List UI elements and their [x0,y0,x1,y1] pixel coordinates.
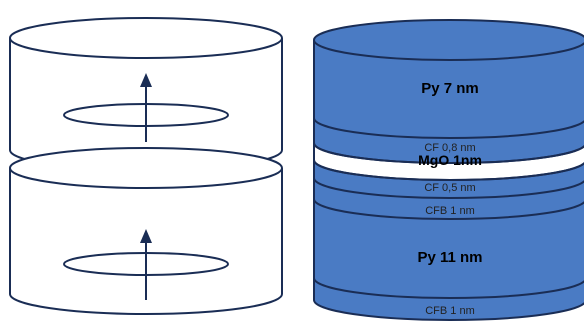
upper-arrow-head [140,73,152,87]
layer-label-cfb-lower: CFB 1 nm [425,305,475,317]
lower-arrow-head [140,229,152,243]
interface-lines [313,117,584,299]
layer-label-cf-upper: CF 0,8 nm [424,142,475,154]
layer-label-cf-lower: CF 0,5 nm [424,182,475,194]
stack-top-face [313,19,584,61]
layer-label-py-top: Py 7 nm [421,80,479,97]
layer-label-cfb-upper: CFB 1 nm [425,205,475,217]
layer-label-mgo: MgO 1nm [418,152,482,168]
layer-label-py-bottom: Py 11 nm [417,249,482,266]
right-stack [313,19,584,321]
layer-labels: Py 7 nm CF 0,8 nm MgO 1nm CF 0,5 nm CFB … [417,80,482,317]
upper-disc [9,17,283,171]
lower-disc [9,147,283,315]
left-stack [9,17,283,315]
